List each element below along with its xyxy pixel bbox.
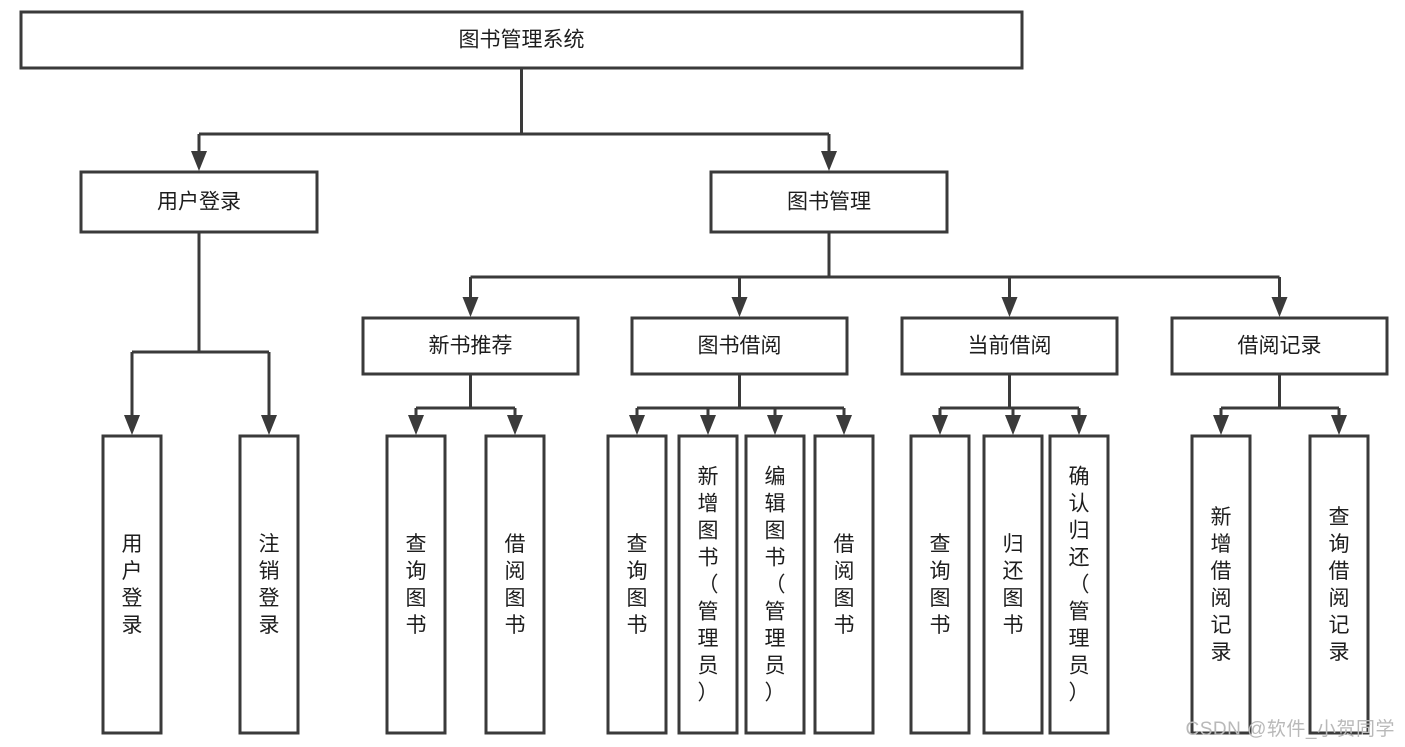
arrowhead-root-1 xyxy=(821,151,837,171)
arrowhead-bookmanage-2 xyxy=(1001,297,1018,317)
node-borrow-record-box[interactable] xyxy=(1170,316,1389,376)
node-leaf-borrow-book-rec-label: 借阅图书 xyxy=(505,533,526,637)
arrowhead-borrow-record-1 xyxy=(1331,415,1347,435)
arrowhead-user-login-1 xyxy=(261,415,277,435)
node-leaf-query-record-box[interactable] xyxy=(1308,434,1370,735)
arrowhead-current-borrow-1 xyxy=(1005,415,1021,435)
node-leaf-query-book-bb[interactable]: 查询图书 xyxy=(606,434,668,735)
node-new-book-recommend-box[interactable] xyxy=(361,316,580,376)
node-leaf-query-record[interactable]: 查询借阅记录 xyxy=(1308,434,1370,735)
arrowhead-bookmanage-3 xyxy=(1271,297,1288,317)
node-leaf-add-record-box[interactable] xyxy=(1190,434,1252,735)
node-leaf-query-book-rec-box[interactable] xyxy=(385,434,447,735)
node-leaf-user-login-box[interactable] xyxy=(101,434,163,735)
arrowhead-bookmanage-0 xyxy=(462,297,479,317)
watermark-text: CSDN @软件_小贺同学 xyxy=(1185,719,1395,740)
node-leaf-logout-box[interactable] xyxy=(238,434,300,735)
node-book-manage-label: 图书管理 xyxy=(787,191,871,214)
node-leaf-add-book-label: 新增图书（管理员） xyxy=(698,466,719,705)
node-leaf-logout[interactable]: 注销登录 xyxy=(238,434,300,735)
node-current-borrow-box[interactable] xyxy=(900,316,1119,376)
node-leaf-return-book[interactable]: 归还图书 xyxy=(982,434,1044,735)
node-new-book-recommend-label: 新书推荐 xyxy=(429,335,513,358)
node-leaf-logout-label: 注销登录 xyxy=(259,533,280,637)
node-root-system-label: 图书管理系统 xyxy=(459,29,585,52)
node-book-manage-box[interactable] xyxy=(709,170,949,234)
arrowhead-current-borrow-0 xyxy=(932,415,948,435)
node-user-login-label: 用户登录 xyxy=(157,191,241,214)
arrowhead-new-book-recommend-0 xyxy=(408,415,424,435)
node-user-login[interactable]: 用户登录 xyxy=(79,170,319,234)
node-leaf-add-record-label: 新增借阅记录 xyxy=(1211,506,1232,664)
node-leaf-borrow-book-bb-label: 借阅图书 xyxy=(834,533,855,637)
node-leaf-add-record[interactable]: 新增借阅记录 xyxy=(1190,434,1252,735)
node-leaf-query-book-rec-label: 查询图书 xyxy=(406,533,427,637)
arrowhead-book-borrow-0 xyxy=(629,415,645,435)
node-current-borrow-label: 当前借阅 xyxy=(968,335,1052,358)
node-leaf-query-book-rec[interactable]: 查询图书 xyxy=(385,434,447,735)
node-leaf-edit-book-box[interactable] xyxy=(744,434,806,735)
arrowhead-root-0 xyxy=(191,151,207,171)
node-current-borrow[interactable]: 当前借阅 xyxy=(900,316,1119,376)
node-leaf-confirm-return[interactable]: 确认归还（管理员） xyxy=(1048,434,1110,735)
node-leaf-user-login-label: 用户登录 xyxy=(122,533,143,637)
node-borrow-record[interactable]: 借阅记录 xyxy=(1170,316,1389,376)
node-leaf-query-book-bb-box[interactable] xyxy=(606,434,668,735)
node-leaf-query-book-cb-label: 查询图书 xyxy=(930,533,951,637)
node-book-borrow-box[interactable] xyxy=(630,316,849,376)
node-leaf-edit-book[interactable]: 编辑图书（管理员） xyxy=(744,434,806,735)
arrowhead-current-borrow-2 xyxy=(1071,415,1087,435)
node-leaf-add-book-box[interactable] xyxy=(677,434,739,735)
node-leaf-edit-book-label: 编辑图书（管理员） xyxy=(765,466,786,705)
node-book-manage[interactable]: 图书管理 xyxy=(709,170,949,234)
node-leaf-borrow-book-rec-box[interactable] xyxy=(484,434,546,735)
node-leaf-confirm-return-box[interactable] xyxy=(1048,434,1110,735)
node-leaf-borrow-book-bb[interactable]: 借阅图书 xyxy=(813,434,875,735)
node-leaf-return-book-label: 归还图书 xyxy=(1003,533,1024,637)
node-leaf-borrow-book-bb-box[interactable] xyxy=(813,434,875,735)
arrowhead-bookmanage-1 xyxy=(731,297,748,317)
arrowhead-borrow-record-0 xyxy=(1213,415,1229,435)
arrowhead-user-login-0 xyxy=(124,415,140,435)
node-layer: 图书管理系统用户登录图书管理新书推荐图书借阅当前借阅借阅记录用户登录注销登录查询… xyxy=(19,10,1389,735)
node-book-borrow[interactable]: 图书借阅 xyxy=(630,316,849,376)
node-leaf-add-book[interactable]: 新增图书（管理员） xyxy=(677,434,739,735)
node-leaf-user-login[interactable]: 用户登录 xyxy=(101,434,163,735)
node-leaf-query-book-cb-box[interactable] xyxy=(909,434,971,735)
node-leaf-borrow-book-rec[interactable]: 借阅图书 xyxy=(484,434,546,735)
node-leaf-return-book-box[interactable] xyxy=(982,434,1044,735)
arrowhead-new-book-recommend-1 xyxy=(507,415,523,435)
node-borrow-record-label: 借阅记录 xyxy=(1238,335,1322,358)
node-leaf-confirm-return-label: 确认归还（管理员） xyxy=(1069,466,1090,705)
node-root-system[interactable]: 图书管理系统 xyxy=(19,10,1024,70)
arrowhead-book-borrow-1 xyxy=(700,415,716,435)
node-book-borrow-label: 图书借阅 xyxy=(698,335,782,358)
node-leaf-query-book-bb-label: 查询图书 xyxy=(627,533,648,637)
node-user-login-box[interactable] xyxy=(79,170,319,234)
node-new-book-recommend[interactable]: 新书推荐 xyxy=(361,316,580,376)
node-leaf-query-record-label: 查询借阅记录 xyxy=(1329,506,1350,664)
node-root-system-box[interactable] xyxy=(19,10,1024,70)
node-leaf-query-book-cb[interactable]: 查询图书 xyxy=(909,434,971,735)
arrowhead-book-borrow-2 xyxy=(767,415,783,435)
arrowhead-book-borrow-3 xyxy=(836,415,852,435)
connector-layer xyxy=(124,68,1347,435)
